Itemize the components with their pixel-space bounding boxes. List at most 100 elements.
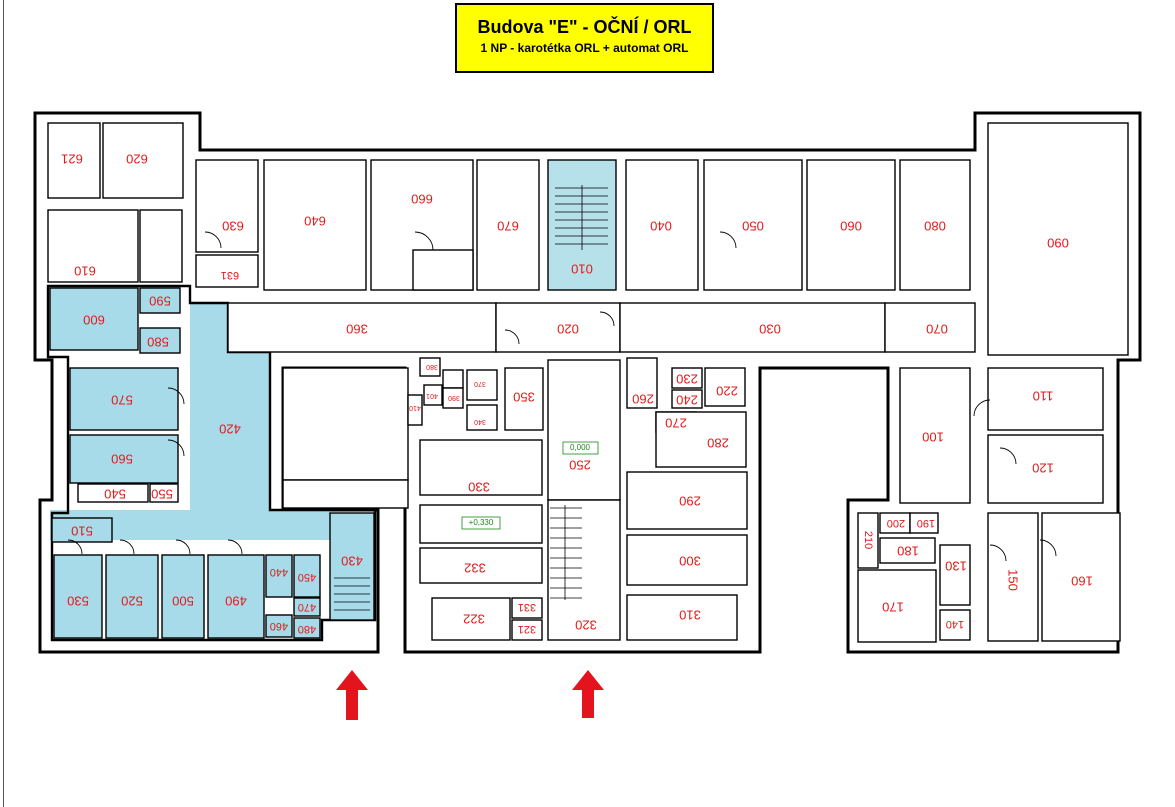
label-360: 360 bbox=[346, 322, 368, 337]
label-310: 310 bbox=[679, 608, 701, 623]
room-230 bbox=[671, 367, 703, 389]
room-290 bbox=[626, 471, 748, 530]
room-401 bbox=[423, 384, 443, 406]
label-130: 130 bbox=[945, 559, 967, 574]
label-070: 070 bbox=[926, 322, 948, 337]
label-510: 510 bbox=[71, 524, 93, 539]
entrance-arrow-west bbox=[336, 670, 368, 720]
page-left-rule bbox=[3, 0, 4, 807]
label-640: 640 bbox=[304, 214, 326, 229]
label-210: 210 bbox=[862, 531, 874, 549]
label-490: 490 bbox=[225, 594, 247, 609]
room-510 bbox=[51, 517, 113, 543]
room-460 bbox=[265, 614, 293, 638]
room-480 bbox=[293, 617, 321, 639]
room-331 bbox=[511, 597, 543, 619]
label-332: 332 bbox=[464, 561, 486, 576]
level-mark-1: +0,330 bbox=[469, 518, 494, 527]
label-480: 480 bbox=[298, 623, 316, 635]
label-550: 550 bbox=[151, 487, 173, 502]
label-410: 410 bbox=[409, 404, 421, 411]
label-520: 520 bbox=[121, 594, 143, 609]
room-450 bbox=[293, 554, 321, 598]
label-150: 150 bbox=[1006, 569, 1021, 591]
entrance-arrow-center bbox=[572, 670, 604, 718]
highlight-zone-border bbox=[46, 284, 377, 642]
label-321: 321 bbox=[518, 623, 536, 635]
label-430: 430 bbox=[341, 554, 363, 569]
room-190 bbox=[909, 512, 939, 534]
room-140 bbox=[939, 609, 971, 641]
label-060: 060 bbox=[840, 219, 862, 234]
label-621: 621 bbox=[61, 152, 83, 167]
room-332 bbox=[419, 547, 543, 584]
label-350: 350 bbox=[513, 390, 535, 405]
label-010: 010 bbox=[571, 262, 593, 277]
label-340: 340 bbox=[474, 418, 486, 425]
label-630: 630 bbox=[222, 219, 244, 234]
room-030-corridor bbox=[619, 302, 886, 353]
room-470 bbox=[293, 597, 321, 617]
room-390 bbox=[442, 387, 464, 409]
room-070 bbox=[884, 302, 976, 353]
room-380 bbox=[419, 357, 441, 377]
label-470: 470 bbox=[298, 601, 316, 613]
label-090: 090 bbox=[1047, 236, 1069, 251]
room-090 bbox=[987, 122, 1129, 356]
label-140: 140 bbox=[946, 618, 964, 630]
room-330 bbox=[419, 439, 543, 496]
label-370: 370 bbox=[474, 380, 486, 387]
room-labels: 621 620 610 630 631 640 660 670 010 040 … bbox=[61, 152, 1093, 636]
stair-steps-010 bbox=[555, 185, 608, 250]
room-540 bbox=[77, 483, 149, 503]
room-390-top bbox=[442, 369, 464, 389]
room-160 bbox=[1041, 512, 1121, 642]
label-290: 290 bbox=[679, 494, 701, 509]
label-190: 190 bbox=[917, 517, 935, 529]
label-401: 401 bbox=[426, 392, 438, 399]
room-630 bbox=[195, 159, 259, 253]
label-420: 420 bbox=[219, 422, 241, 437]
label-530: 530 bbox=[67, 594, 89, 609]
label-180: 180 bbox=[897, 544, 919, 559]
room-610 bbox=[47, 209, 139, 283]
label-610: 610 bbox=[74, 264, 96, 279]
room-550 bbox=[149, 483, 179, 503]
room-340 bbox=[466, 404, 498, 431]
level-mark-0: 0,000 bbox=[570, 443, 591, 452]
room-280 bbox=[655, 411, 747, 468]
room-670 bbox=[476, 159, 540, 291]
room-370 bbox=[466, 369, 498, 401]
label-540: 540 bbox=[104, 487, 126, 502]
room-631 bbox=[195, 254, 259, 288]
label-590: 590 bbox=[149, 294, 171, 309]
label-560: 560 bbox=[111, 452, 133, 467]
room-560 bbox=[69, 434, 179, 484]
room-620 bbox=[102, 122, 184, 199]
label-580: 580 bbox=[147, 335, 169, 350]
label-080: 080 bbox=[924, 219, 946, 234]
label-440: 440 bbox=[270, 566, 288, 578]
stair-steps-430 bbox=[334, 577, 370, 611]
room-060 bbox=[806, 159, 896, 291]
room-240 bbox=[671, 389, 703, 409]
room-320-staircase bbox=[547, 499, 621, 641]
label-020: 020 bbox=[557, 322, 579, 337]
label-300: 300 bbox=[679, 554, 701, 569]
building-outline bbox=[33, 111, 1142, 654]
room-500 bbox=[161, 554, 205, 639]
label-280: 280 bbox=[707, 436, 729, 451]
label-620: 620 bbox=[126, 152, 148, 167]
label-100: 100 bbox=[922, 430, 944, 445]
label-460: 460 bbox=[270, 620, 288, 632]
room-640 bbox=[263, 159, 367, 291]
room-100 bbox=[899, 367, 971, 504]
room-322 bbox=[431, 597, 511, 641]
label-030: 030 bbox=[759, 322, 781, 337]
room-080 bbox=[899, 159, 971, 291]
label-270: 270 bbox=[665, 416, 687, 431]
title-box: Budova "E" - OČNÍ / ORL 1 NP - karotétka… bbox=[455, 3, 714, 73]
room-360-corridor bbox=[227, 302, 497, 353]
room-321 bbox=[511, 619, 543, 641]
